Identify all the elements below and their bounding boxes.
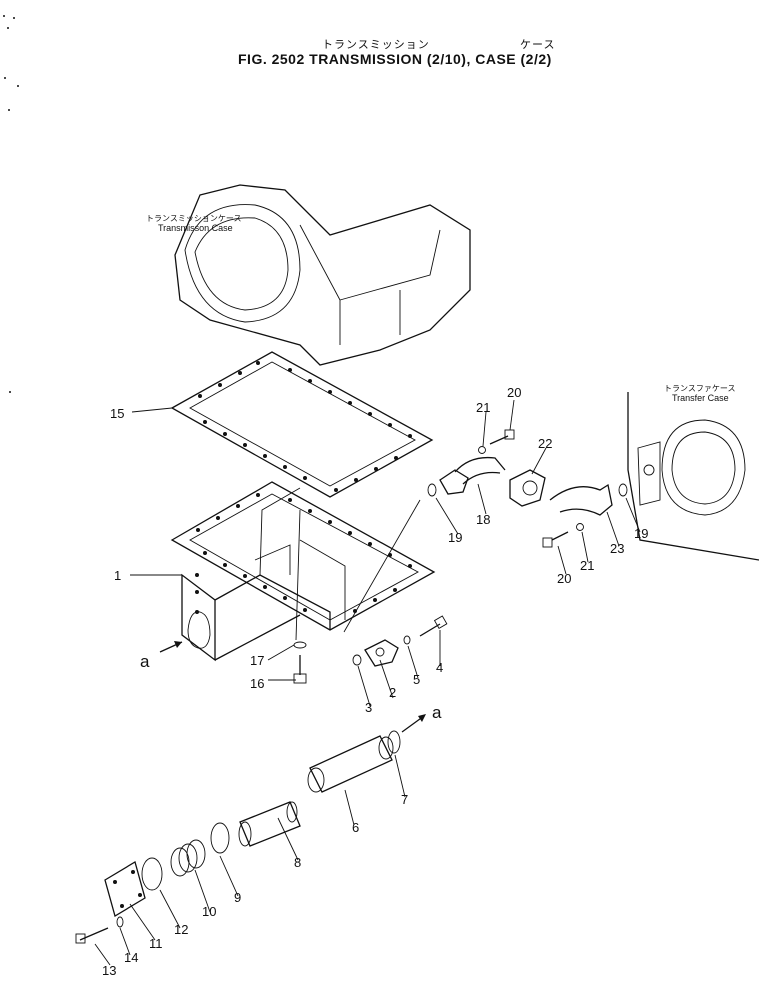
part-number: 7 [401,792,408,807]
case-1 [170,481,436,662]
view-a-arrow-right [401,714,426,733]
part-number: 9 [234,890,241,905]
transfer-case-label-en: Transfer Case [672,393,729,403]
transmission-case-housing [174,184,471,366]
part-number: 16 [250,676,264,691]
scan-specks [3,15,19,393]
part-number: 10 [202,904,216,919]
part-numbers: 1 2 3 4 5 6 7 8 9 10 11 12 13 14 15 16 1… [102,385,648,978]
view-a-label-left: a [140,652,150,671]
part-number: 19 [448,530,462,545]
bolt-16-washer-17 [293,641,307,684]
part-number: 22 [538,436,552,451]
view-a-arrow-left [159,641,183,653]
part-number: 15 [110,406,124,421]
part-number: 19 [634,526,648,541]
part-number: 21 [476,400,490,415]
part-number: 17 [250,653,264,668]
part-number: 12 [174,922,188,937]
part-number: 20 [557,571,571,586]
part-number: 8 [294,855,301,870]
part-number: 13 [102,963,116,978]
part-number: 23 [610,541,624,556]
leader-lines [94,399,641,966]
part-number: 14 [124,950,138,965]
part-number: 20 [507,385,521,400]
title-jp-case: ケース [520,38,556,51]
title-jp-transmission: トランスミッション [322,38,430,51]
pipe-group [427,429,628,548]
view-a-label-right: a [432,703,442,722]
part-number: 21 [580,558,594,573]
figure-title: FIG. 2502 TRANSMISSION (2/10), CASE (2/2… [238,51,552,67]
gasket-15 [170,351,434,498]
part-number: 5 [413,672,420,687]
part-number: 3 [365,700,372,715]
part-number: 4 [436,660,443,675]
part-number: 18 [476,512,490,527]
part-number: 11 [149,936,163,951]
transfer-case-housing [627,392,759,561]
transfer-case-label-jp: トランスファケース [664,384,736,393]
part-number: 2 [389,685,396,700]
valve-assembly [75,730,401,944]
transmission-case-label-jp: トランスミッションケース [146,214,242,223]
part-number: 6 [352,820,359,835]
part-number: 1 [114,568,121,583]
elbow-2-group [352,615,448,667]
